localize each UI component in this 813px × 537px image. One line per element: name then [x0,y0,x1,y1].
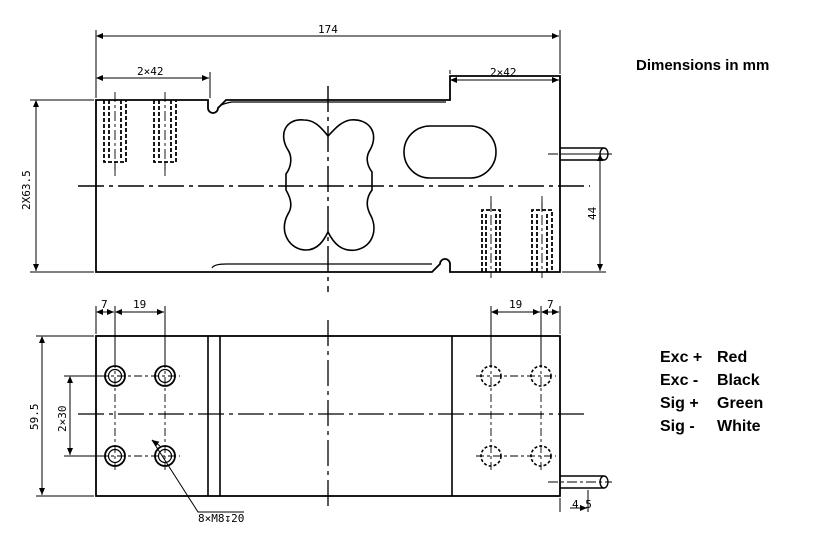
upper-slot [217,101,446,109]
binocular-cutout [282,119,375,252]
wiring-signal: Exc - [660,371,699,389]
wiring-color: Red [717,348,748,366]
top-view [30,30,612,292]
wiring-color: Black [717,371,760,389]
cable-top [560,147,609,161]
dim-59-5: 59.5 [28,404,41,431]
bottom-view [36,306,612,513]
bolt-holes-left [104,365,176,467]
wiring-row: Exc + Red [660,346,763,369]
threaded-holes-top-right [481,209,553,272]
wiring-row: Sig - White [660,415,763,438]
wiring-legend: Exc + Red Exc - Black Sig + Green Sig - … [660,346,763,438]
dim-2x30: 2×30 [56,406,69,433]
bolt-holes-right [480,365,552,467]
dim-19-right: 19 [509,298,522,311]
dim-2x42-right: 2×42 [490,66,517,79]
wiring-row: Sig + Green [660,392,763,415]
dim-44: 44 [586,206,599,220]
lower-slot [211,263,432,269]
cable-bottom [560,475,609,489]
dim-2x63-5: 2X63.5 [20,170,33,210]
top-body-outline [95,75,561,273]
wiring-row: Exc - Black [660,369,763,392]
dim-4-5: 4.5 [572,498,592,511]
units-heading: Dimensions in mm [636,57,770,74]
dim-2x42-left: 2×42 [137,65,164,78]
wiring-signal: Sig - [660,417,695,435]
dim-7-left: 7 [101,298,108,311]
dim-7-right: 7 [547,298,554,311]
wiring-color: White [717,417,761,435]
wiring-signal: Sig + [660,394,699,412]
wiring-signal: Exc + [660,348,703,366]
wiring-color: Green [717,394,764,412]
dim-19-left: 19 [133,298,146,311]
oval-slot [403,125,497,179]
dim-174: 174 [318,23,338,36]
thread-callout: 8×M8↧20 [198,512,244,525]
